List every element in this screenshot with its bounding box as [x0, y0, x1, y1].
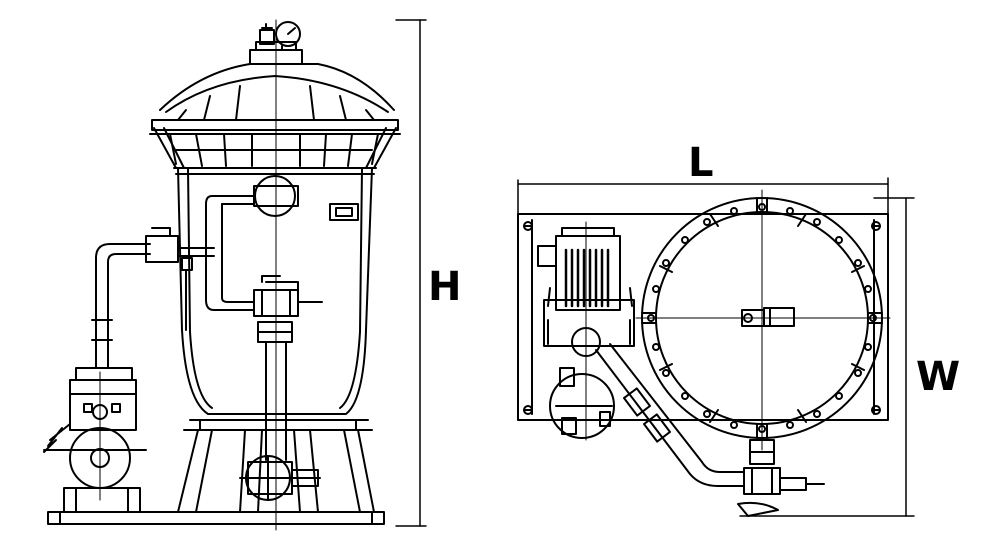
flange-bolts	[648, 204, 876, 432]
drain-valve	[240, 456, 320, 500]
top-view	[518, 178, 914, 516]
length-label: L	[688, 140, 714, 186]
pump-housing-top	[550, 368, 614, 438]
height-label: H	[428, 264, 461, 310]
side-view	[44, 20, 426, 530]
tank-stand	[178, 420, 374, 512]
width-dimension	[740, 198, 914, 516]
length-dimension	[518, 178, 888, 214]
flange-clamps	[642, 198, 882, 438]
base-frame	[48, 512, 384, 524]
motor-fins	[566, 250, 608, 306]
connection-pipe-top	[596, 344, 744, 486]
motor-top	[538, 222, 634, 440]
tank-flange-top	[636, 190, 890, 450]
base-plate	[518, 214, 888, 420]
height-dimension	[396, 20, 426, 526]
valve-group	[206, 176, 358, 460]
tank-lid-dome	[150, 22, 400, 166]
width-label: W	[916, 354, 960, 400]
pump-inlet-pipe	[92, 228, 214, 368]
outlet-valve-top	[738, 440, 824, 516]
pump	[44, 368, 146, 512]
